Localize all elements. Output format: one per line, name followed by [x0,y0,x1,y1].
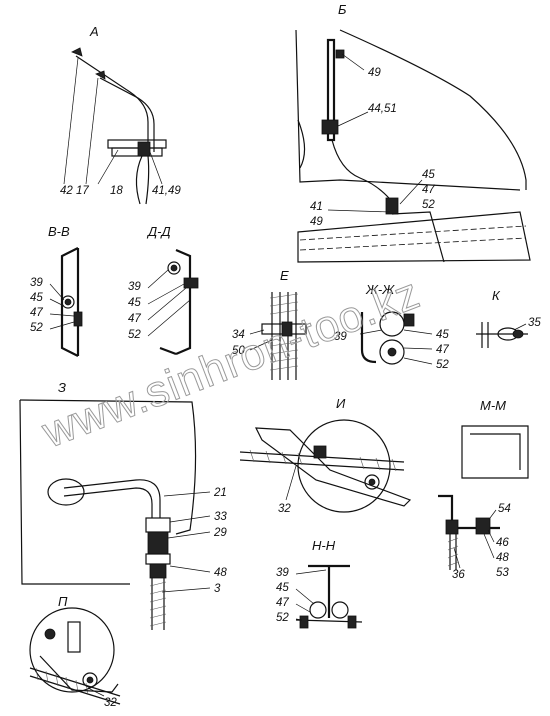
view-b-callout-1: 49 [368,67,381,79]
view-b-callout-3: 45 [422,169,435,181]
section-d-d-callout-3: 47 [128,313,141,325]
view-z-callout-2: 33 [214,511,227,523]
view-k: К 35 [476,288,541,348]
view-e-title: Е [280,268,289,283]
view-z-callout-4: 48 [214,567,227,579]
section-m-m-callout-5: 36 [452,569,465,581]
view-b-title: Б [338,2,347,17]
view-z-title: З [58,380,66,395]
view-z: З 21 33 29 48 3 [19,380,227,630]
section-d-d: Д-Д 39 45 47 52 [128,224,199,356]
view-a-callout-1: 42 [60,185,73,197]
section-n-n-callout-3: 47 [276,597,289,609]
section-zh-zh-callout-4: 39 [334,331,347,343]
section-n-n-profile [295,564,363,629]
view-e-cables [249,292,307,380]
view-z-callout-5: 3 [214,583,221,595]
section-n-n-title: Н-Н [312,538,336,553]
section-m-m-callout-4: 53 [496,567,509,579]
view-i-callout-1: 32 [278,503,291,515]
view-p: П 32 [29,594,121,709]
watermark-text: www.sinhron-too.kz [35,268,426,457]
section-zh-zh-clamp [359,311,433,365]
view-e: Е 34 50 [232,268,307,380]
view-p-callout-1: 32 [104,697,117,709]
view-k-tie [476,322,528,348]
view-b-callout-2: 44,51 [368,103,397,115]
view-z-panel [19,399,211,630]
view-b-callout-4: 47 [422,184,435,196]
section-zh-zh-callout-3: 52 [436,359,449,371]
view-a-callout-2: 17 [76,185,89,197]
section-n-n-callout-1: 39 [276,567,289,579]
view-i: И 32 [239,396,412,515]
section-d-d-callout-4: 52 [128,329,141,341]
view-a-callout-4: 41,49 [152,185,181,197]
section-v-v-callout-2: 45 [30,292,43,304]
view-b: Б 49 44,51 45 47 52 41 49 [295,2,531,263]
section-m-m-callout-3: 48 [496,552,509,564]
view-a-callout-3: 18 [110,185,123,197]
section-d-d-callout-2: 45 [128,297,141,309]
section-m-m-title: М-М [480,398,506,413]
view-a-title: А [89,24,99,39]
view-p-title: П [58,594,68,609]
section-zh-zh: Ж-Ж 45 47 52 39 [334,282,449,371]
view-z-callout-3: 29 [213,527,227,539]
section-m-m-bracket [438,425,529,570]
view-p-assembly [29,607,121,705]
view-a-bracket [63,47,167,205]
section-d-d-channel [147,248,199,356]
section-d-d-title: Д-Д [146,224,171,239]
section-zh-zh-callout-2: 47 [436,344,449,356]
view-b-cab-panel [295,29,531,263]
view-k-title: К [492,288,501,303]
section-d-d-callout-1: 39 [128,281,141,293]
section-v-v-callout-1: 39 [30,277,43,289]
section-zh-zh-title: Ж-Ж [365,282,395,297]
section-m-m: М-М 54 46 48 53 36 [438,398,529,581]
view-i-title: И [336,396,346,411]
view-z-callout-1: 21 [213,487,227,499]
section-v-v-callout-4: 52 [30,322,43,334]
view-e-callout-2: 50 [232,345,245,357]
section-n-n-callout-2: 45 [276,582,289,594]
view-k-callout-1: 35 [528,317,541,329]
section-zh-zh-callout-1: 45 [436,329,449,341]
view-b-callout-5: 52 [422,199,435,211]
section-v-v-channel [49,247,83,357]
section-v-v: В-В 39 45 47 52 [30,224,83,357]
view-e-callout-1: 34 [232,329,245,341]
view-a: А 42 17 18 41,49 [60,24,181,205]
section-m-m-callout-2: 46 [496,537,509,549]
section-v-v-title: В-В [48,224,70,239]
view-b-callout-7: 49 [310,216,323,228]
section-m-m-callout-1: 54 [498,503,511,515]
view-i-assembly [239,419,412,513]
section-n-n-callout-4: 52 [276,612,289,624]
section-v-v-callout-3: 47 [30,307,43,319]
section-n-n: Н-Н 39 45 47 52 [276,538,363,629]
view-b-callout-6: 41 [310,201,323,213]
